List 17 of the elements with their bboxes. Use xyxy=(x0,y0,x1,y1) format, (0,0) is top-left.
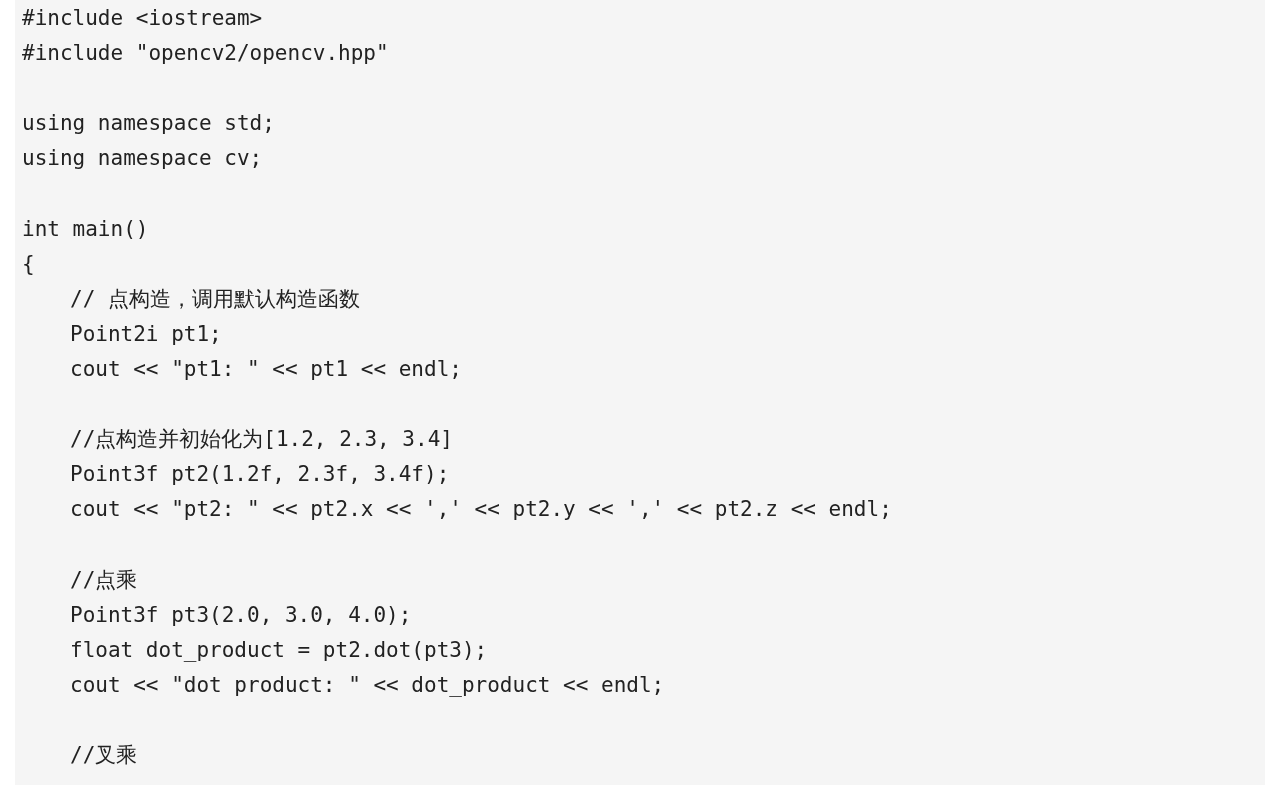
code-line: #include <iostream> xyxy=(22,5,263,31)
code-line: Point3f pt3(2.0, 3.0, 4.0); xyxy=(70,601,412,628)
code-line: //叉乘 xyxy=(70,742,138,769)
code-line: // 点构造，调用默认构造函数 xyxy=(70,285,360,312)
code-line: using namespace std; xyxy=(22,110,275,137)
code-line: cout << "pt2: " << pt2.x << ',' << pt2.y << ',' << pt2.z << endl; xyxy=(70,496,892,523)
code-line: //点乘 xyxy=(70,566,138,593)
code-line: { xyxy=(22,250,35,277)
code-line: Point2i pt1; xyxy=(70,320,222,347)
code-line: using namespace cv; xyxy=(22,145,263,172)
code-line: float dot_product = pt2.dot(pt3); xyxy=(70,636,488,663)
code-line: #include "opencv2/opencv.hpp" xyxy=(22,40,389,67)
code-line: //点构造并初始化为[1.2, 2.3, 3.4] xyxy=(70,426,453,453)
code-line: cout << "pt1: " << pt1 << endl; xyxy=(70,356,462,382)
code-line: int main() xyxy=(22,215,149,242)
code-line: Point3f pt2(1.2f, 2.3f, 3.4f); xyxy=(70,461,450,488)
code-line: cout << "dot product: " << dot_product << endl; xyxy=(70,671,665,698)
